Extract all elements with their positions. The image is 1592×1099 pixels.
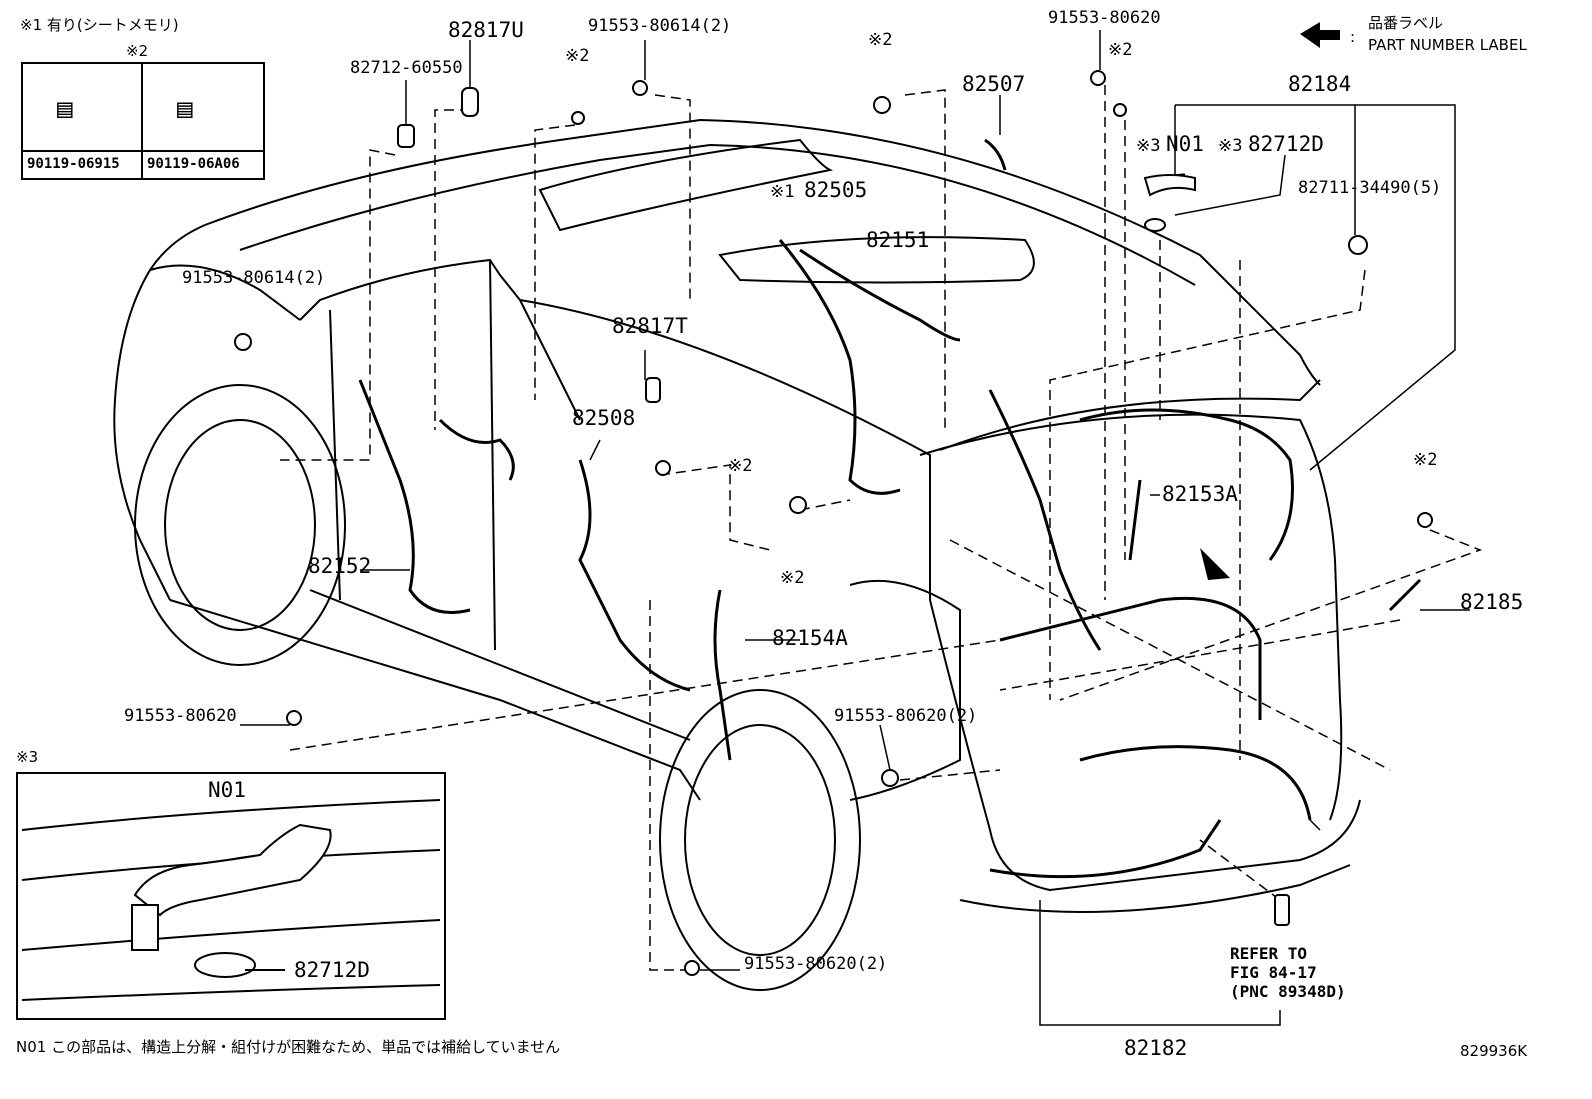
fastener-glyphs <box>234 70 1433 976</box>
label-91553-80614-top: 91553-80614(2) <box>588 16 732 36</box>
legend-en: PART NUMBER LABEL <box>1368 36 1527 54</box>
label-82152: 82152 <box>308 554 372 578</box>
label-91553-80620-top: 91553-80620 <box>1048 8 1161 28</box>
inset-n01-drawing <box>21 799 441 1001</box>
refer-line-1: REFER TO <box>1230 944 1308 963</box>
label-N01: N01 <box>1166 132 1204 156</box>
inset-label-82712D: 82712D <box>294 958 370 982</box>
n01-supply-note: N01 この部品は、構造上分解・組付けが困難なため、単品では補給していません <box>16 1038 561 1056</box>
label-82507: 82507 <box>962 72 1026 96</box>
label-82712D: 82712D <box>1248 132 1324 156</box>
dashed-leader-lines <box>280 85 1483 971</box>
label-position-arrow-icon <box>1200 548 1230 580</box>
label-82712-60550: 82712-60550 <box>350 58 463 78</box>
mark-x2: ※2 <box>868 30 893 50</box>
label-91553-80620-left: 91553-80620 <box>124 706 237 726</box>
mark-x2: ※2 <box>1413 450 1438 470</box>
bolt-table-mark: ※2 <box>126 42 149 60</box>
label-82182: 82182 <box>1124 1036 1188 1060</box>
refer-line-2: FIG 84-17 <box>1230 963 1317 982</box>
figure-id: 829936K <box>1460 1042 1528 1060</box>
bolt-part-number-right: 90119-06A06 <box>147 156 240 172</box>
mark-x1: ※1 <box>770 182 795 202</box>
part-label-arrow-icon <box>1300 22 1340 48</box>
label-91553-80620-2-mid: 91553-80620(2) <box>834 706 978 726</box>
refer-note: REFER TO FIG 84-17 (PNC 89348D) <box>1230 944 1346 1001</box>
label-82711-34490: 82711-34490(5) <box>1298 178 1442 198</box>
label-91553-80620-2-bot: 91553-80620(2) <box>744 954 888 974</box>
solid-leader-lines <box>240 30 1470 1026</box>
label-82154A: 82154A <box>772 626 848 650</box>
mark-x2: ※2 <box>1108 40 1133 60</box>
legend-colon: : <box>1350 28 1356 46</box>
label-82153A: 82153A <box>1162 482 1238 506</box>
bolt-table: ▤ ▤ 90119-06915 90119-06A06 <box>21 62 265 180</box>
legend-jp: 品番ラベル <box>1368 14 1444 32</box>
mark-x3: ※3 <box>1218 136 1243 156</box>
label-91553-80614-left: 91553-80614(2) <box>182 268 326 288</box>
mark-x2: ※2 <box>780 568 805 588</box>
bolt-icon: ▤ <box>57 94 73 124</box>
inset-label-N01: N01 <box>208 778 246 802</box>
mark-x2: ※2 <box>728 456 753 476</box>
label-82817T: 82817T <box>612 314 688 338</box>
note-seat-memory: ※1 有り(シートメモリ) <box>20 16 179 34</box>
label-82184: 82184 <box>1288 72 1352 96</box>
label-82151: 82151 <box>866 228 930 252</box>
inset-mark: ※3 <box>16 748 39 766</box>
label-82185: 82185 <box>1460 590 1524 614</box>
label-82505: 82505 <box>804 178 868 202</box>
bolt-icon: ▤ <box>177 94 193 124</box>
label-82508: 82508 <box>572 406 636 430</box>
bolt-part-number-left: 90119-06915 <box>27 156 120 172</box>
label-82817U: 82817U <box>448 18 524 42</box>
refer-line-3: (PNC 89348D) <box>1230 982 1346 1001</box>
vehicle-body-outline <box>113 118 1361 991</box>
mark-x2: ※2 <box>565 46 590 66</box>
mark-x3: ※3 <box>1136 136 1161 156</box>
inset-box <box>16 772 446 1020</box>
